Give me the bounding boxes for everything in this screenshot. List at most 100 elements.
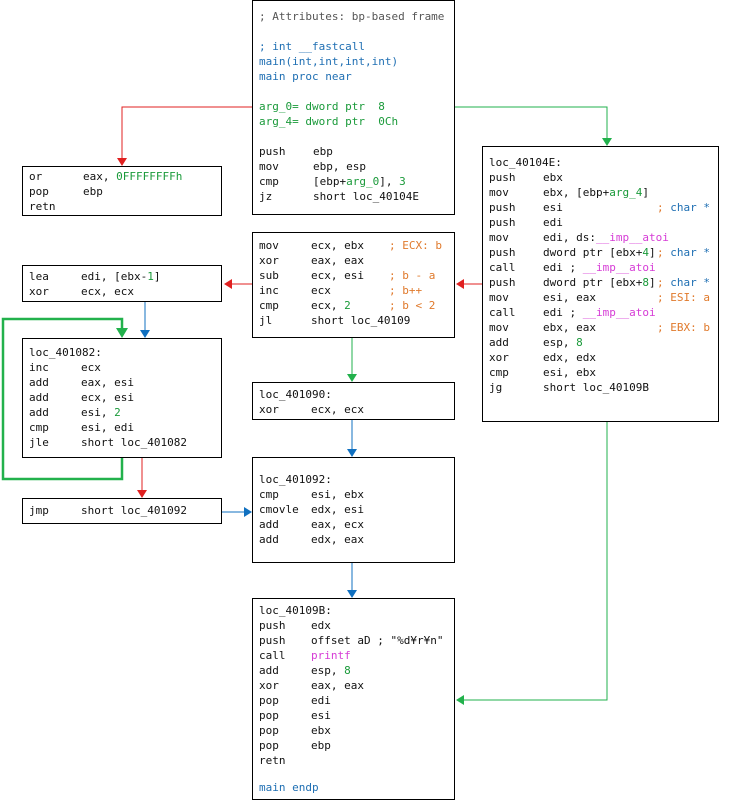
instruction-mnemonic: mov [489, 291, 509, 304]
instruction-comment: ; char * [657, 201, 710, 214]
edge-loc401092-to-loc40109b-arrowhead [347, 590, 357, 598]
label-loc-401082: loc_401082: [29, 346, 102, 359]
edge-main-to-loc40104e-arrowhead [602, 138, 612, 146]
instruction-operands: ecx [311, 284, 331, 297]
block-main[interactable]: ; Attributes: bp-based frame ; int __fas… [252, 0, 455, 215]
label-loc-401090: loc_401090: [259, 388, 332, 401]
edge-mid-to-loc401090-arrowhead [347, 374, 357, 382]
instruction-mnemonic: xor [259, 254, 279, 267]
edge-lea-to-loc401082-arrowhead [140, 330, 150, 338]
instruction-comment: ; EBX: b [657, 321, 710, 334]
edge-main-to-loc40104e [455, 106, 608, 140]
instruction-operands: short loc_401082 [81, 436, 187, 449]
proc-declaration: main proc near [259, 70, 352, 83]
instruction-mnemonic: jl [259, 314, 273, 327]
instruction-operands: short loc_401092 [81, 504, 187, 517]
instruction-mnemonic: push [259, 145, 286, 158]
instruction-operands: ebp, esp [313, 160, 366, 173]
instruction-operands: ecx, esi [81, 391, 134, 404]
instruction-mnemonic: mov [259, 160, 279, 173]
edge-loc401082-loop-arrowhead [116, 328, 128, 338]
edge-loc401082-to-jmp-arrowhead [137, 490, 147, 498]
instruction-mnemonic: mov [489, 231, 509, 244]
instruction-operands: short loc_40104E [313, 190, 419, 203]
instruction-operands: eax, esi [81, 376, 134, 389]
instruction-comment: ; char * [657, 276, 710, 289]
instruction-operands: edi ; __imp__atoi [543, 306, 656, 319]
instruction-mnemonic: jg [489, 381, 503, 394]
instruction-operands: dword ptr [ebx+4] [543, 246, 656, 259]
edge-loc40104e-to-mid-arrowhead [456, 279, 464, 289]
instruction-mnemonic: push [489, 216, 516, 229]
instruction-operands: ecx [81, 361, 101, 374]
instruction-mnemonic: pop [259, 739, 279, 752]
edge-main-to-ret-arrowhead [117, 158, 127, 166]
instruction-mnemonic: add [259, 518, 279, 531]
instruction-mnemonic: xor [259, 679, 279, 692]
instruction-operands: edx [311, 619, 331, 632]
instruction-operands: edx, esi [311, 503, 364, 516]
instruction-mnemonic: inc [29, 361, 49, 374]
instruction-mnemonic: mov [259, 239, 279, 252]
instruction-comment: ; b < 2 [389, 299, 436, 312]
instruction-operands: edi [311, 694, 331, 707]
instruction-operands: ebp [313, 145, 333, 158]
instruction-comment: ; b - a [389, 269, 436, 282]
instruction-operands: short loc_40109B [543, 381, 649, 394]
instruction-operands: dword ptr [ebx+8] [543, 276, 656, 289]
instruction-operands: esi, eax [543, 291, 596, 304]
instruction-operands: ebp [311, 739, 331, 752]
label-loc-40109b: loc_40109B: [259, 604, 332, 617]
instruction-mnemonic: mov [489, 186, 509, 199]
instruction-operands: esp, 8 [543, 336, 583, 349]
instruction-operands: ecx, ecx [311, 403, 364, 416]
instruction-mnemonic: cmp [29, 421, 49, 434]
instruction-mnemonic: push [259, 634, 286, 647]
instruction-comment: ; ECX: b [389, 239, 442, 252]
instruction-operands: esi, ebx [311, 488, 364, 501]
instruction-mnemonic: pop [259, 724, 279, 737]
edge-mid-to-lea-arrowhead [224, 279, 232, 289]
instruction-operands: esi [311, 709, 331, 722]
instruction-comment: ; char * [657, 246, 710, 259]
instruction-mnemonic: sub [259, 269, 279, 282]
instruction-mnemonic: push [259, 619, 286, 632]
instruction-operands: eax, ecx [311, 518, 364, 531]
instruction-operands: esi, edi [81, 421, 134, 434]
label-loc-40104e: loc_40104E: [489, 156, 562, 169]
instruction-mnemonic: add [29, 376, 49, 389]
instruction-operands: edi [543, 216, 563, 229]
instruction-operands: ecx, esi [311, 269, 364, 282]
instruction-operands: ecx, ebx [311, 239, 364, 252]
instruction-mnemonic: call [259, 649, 286, 662]
block-compare-range[interactable]: mov ecx, ebx ; ECX: b xor eax, eax sub ecx, es… [252, 232, 455, 338]
instruction-operands: ebx, [ebp+arg_4] [543, 186, 649, 199]
instruction-operands: esp, 8 [311, 664, 351, 677]
instruction-operands: eax, eax [311, 254, 364, 267]
instruction-mnemonic: cmp [489, 366, 509, 379]
instruction-operands: esi [543, 201, 563, 214]
instruction-operands: ebx, eax [543, 321, 596, 334]
instruction-comment: ; ESI: a [657, 291, 710, 304]
instruction-mnemonic: retn [259, 754, 286, 767]
instruction-mnemonic: xor [259, 403, 279, 416]
instruction-operands: short loc_40109 [311, 314, 411, 327]
instruction-mnemonic: lea [29, 270, 49, 283]
block-loc-401090[interactable]: loc_401090: xor ecx, ecx [252, 382, 455, 420]
instruction-mnemonic: or [29, 170, 43, 183]
instruction-operands: edx, edx [543, 351, 596, 364]
edge-loc40104e-to-loc40109b [462, 422, 608, 701]
instruction-mnemonic: xor [29, 285, 49, 298]
edge-loc40104e-to-loc40109b-arrowhead [456, 695, 464, 705]
instruction-mnemonic: push [489, 201, 516, 214]
instruction-operands: ebp [83, 185, 103, 198]
instruction-operands: printf [311, 649, 351, 662]
